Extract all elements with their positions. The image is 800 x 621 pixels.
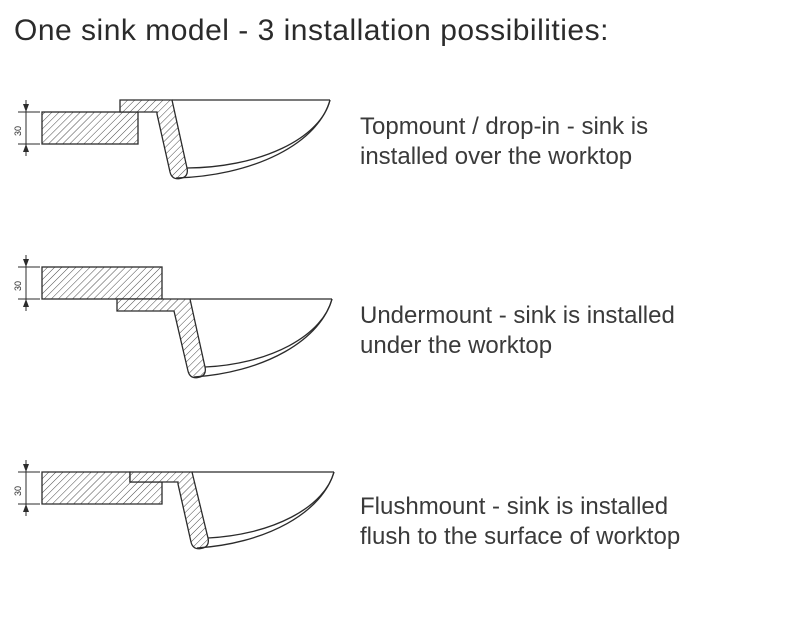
sink-bowl-outline <box>192 471 335 549</box>
dimension-label: 30 <box>13 126 23 136</box>
sink-bowl-outline <box>172 99 331 179</box>
sink-wall-cross-section <box>129 471 209 550</box>
dimension-label: 30 <box>13 486 23 496</box>
flushmount-cross-section-svg: 30 <box>13 460 335 550</box>
flushmount-description: Flushmount - sink is installed flush to … <box>360 493 681 550</box>
worktop-cross-section <box>41 111 139 145</box>
installation-row-topmount: 30 Topmount / drop-in - sink is installe… <box>12 74 794 209</box>
dimension-arrow-top <box>23 259 29 267</box>
dimension-arrow-bottom <box>23 144 29 152</box>
undermount-drawing: 30 <box>12 253 352 408</box>
flushmount-drawing: 30 <box>12 452 352 592</box>
page: One sink model - 3 installation possibil… <box>12 14 794 592</box>
undermount-description: Undermount - sink is installed under the… <box>360 301 675 359</box>
dimension-arrow-bottom <box>23 299 29 307</box>
dimension-arrow-bottom <box>23 504 29 512</box>
installation-row-flushmount: 30 Flushmount - sink is installed flush … <box>12 452 794 592</box>
topmount-drawing: 30 <box>12 74 352 209</box>
installation-row-undermount: 30 Undermount - sink is installed under … <box>12 253 794 408</box>
topmount-description: Topmount / drop-in - sink is installed o… <box>360 112 649 170</box>
topmount-cross-section-svg: 30 <box>13 99 331 180</box>
sink-bowl-outline <box>190 298 333 378</box>
dimension-30 <box>18 460 40 516</box>
sink-wall-cross-section <box>116 298 206 379</box>
undermount-cross-section-svg: 30 <box>13 255 333 379</box>
page-title: One sink model - 3 installation possibil… <box>14 14 609 47</box>
worktop-cross-section <box>41 266 163 300</box>
dimension-label: 30 <box>13 281 23 291</box>
dimension-arrow-top <box>23 104 29 112</box>
dimension-30 <box>18 255 40 311</box>
dimension-arrow-top <box>23 464 29 472</box>
dimension-30 <box>18 100 40 156</box>
